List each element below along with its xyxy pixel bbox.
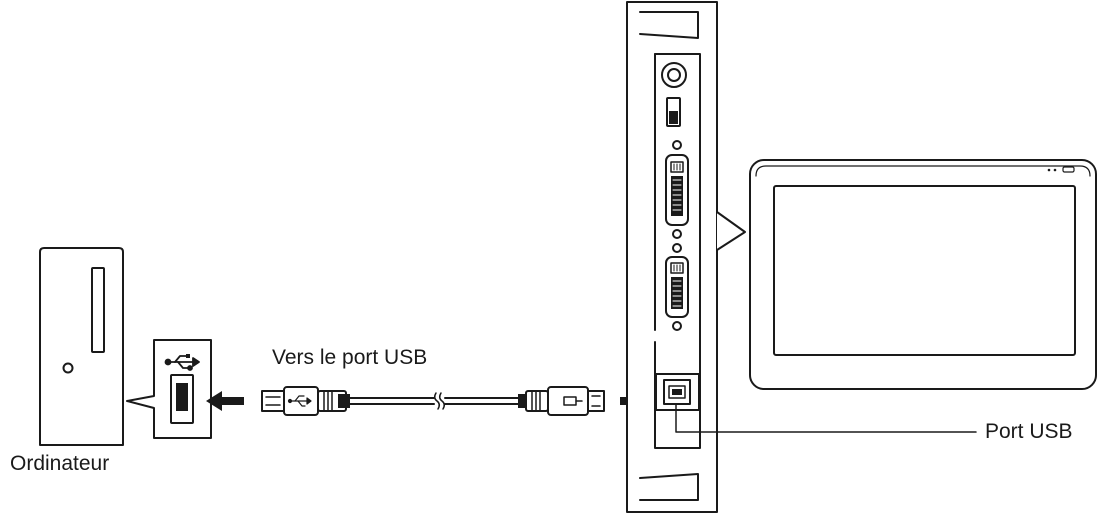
usb-b-plug bbox=[518, 386, 605, 416]
power-switch bbox=[666, 97, 681, 127]
dvi-port-1 bbox=[665, 140, 689, 239]
pen-display-screen bbox=[773, 185, 1076, 356]
computer-label: Ordinateur bbox=[10, 452, 110, 475]
dvi-port-2 bbox=[665, 243, 689, 331]
usb-port-label: Port USB bbox=[985, 420, 1073, 443]
connector-panel bbox=[626, 1, 746, 513]
arrow-left-icon bbox=[206, 391, 244, 411]
pen-display bbox=[749, 159, 1097, 390]
usb-a-plug bbox=[261, 386, 350, 416]
usb-cable bbox=[261, 386, 605, 416]
computer-usb-callout bbox=[126, 339, 212, 439]
power-connector bbox=[661, 62, 687, 88]
computer-tower bbox=[39, 247, 124, 446]
panel-usb-port bbox=[655, 373, 700, 411]
cable-label: Vers le port USB bbox=[272, 346, 428, 369]
usb-port-leader-line bbox=[675, 403, 977, 433]
usb-trident-icon bbox=[164, 354, 200, 371]
computer-usb-port bbox=[170, 374, 194, 424]
